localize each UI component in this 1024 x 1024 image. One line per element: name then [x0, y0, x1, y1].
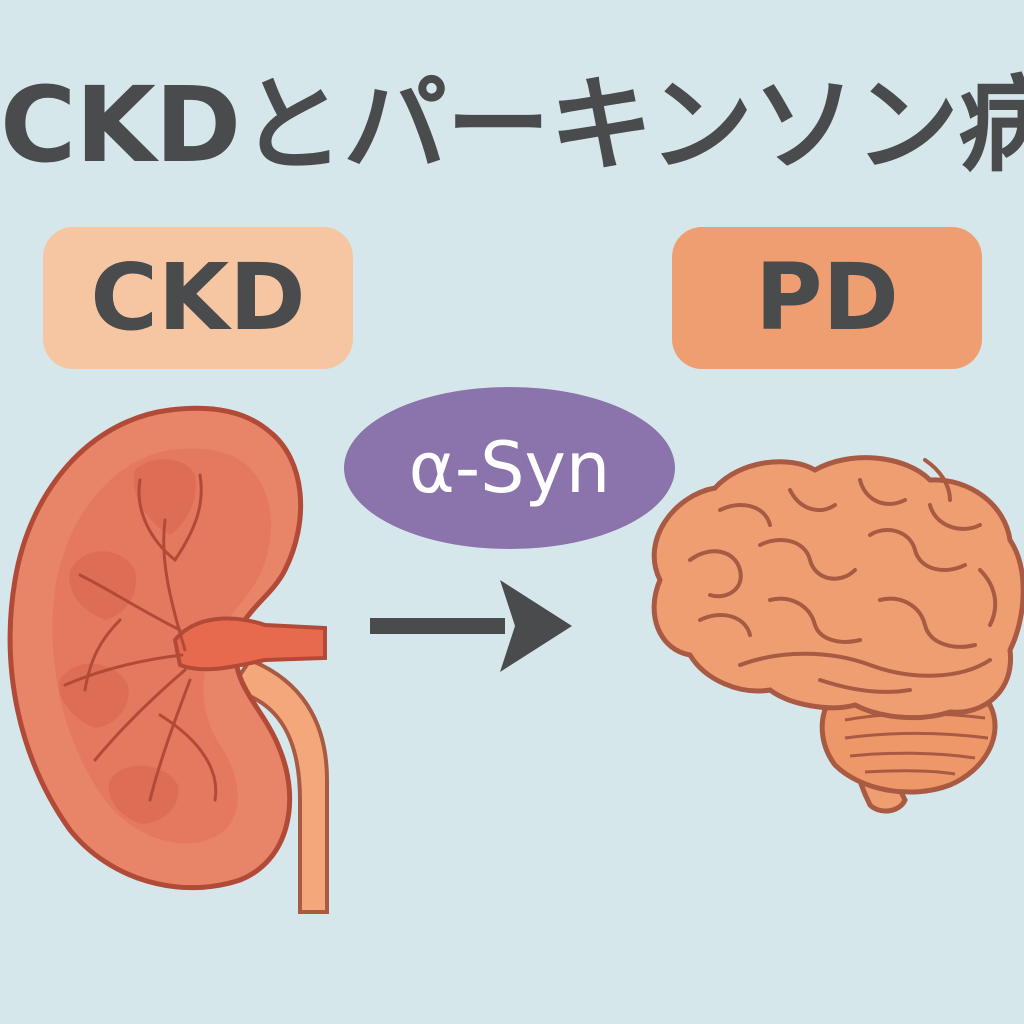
cerebrum-folds	[688, 458, 998, 694]
kidney-branches	[63, 473, 218, 802]
ureter	[226, 657, 329, 914]
brain-illustration	[651, 455, 1024, 814]
right-arrow-icon	[370, 580, 572, 672]
pd-label: PD	[672, 227, 982, 369]
kidney-pyramid	[108, 765, 179, 824]
cerebrum	[651, 455, 1024, 721]
ckd-label: CKD	[43, 227, 353, 369]
alpha-syn-label: α-Syn	[344, 387, 675, 549]
kidney-illustration	[7, 405, 329, 914]
kidney-pyramid	[133, 459, 196, 535]
renal-vessel	[172, 616, 327, 672]
diagram-title: CKDとパーキンソン病	[0, 64, 1024, 186]
